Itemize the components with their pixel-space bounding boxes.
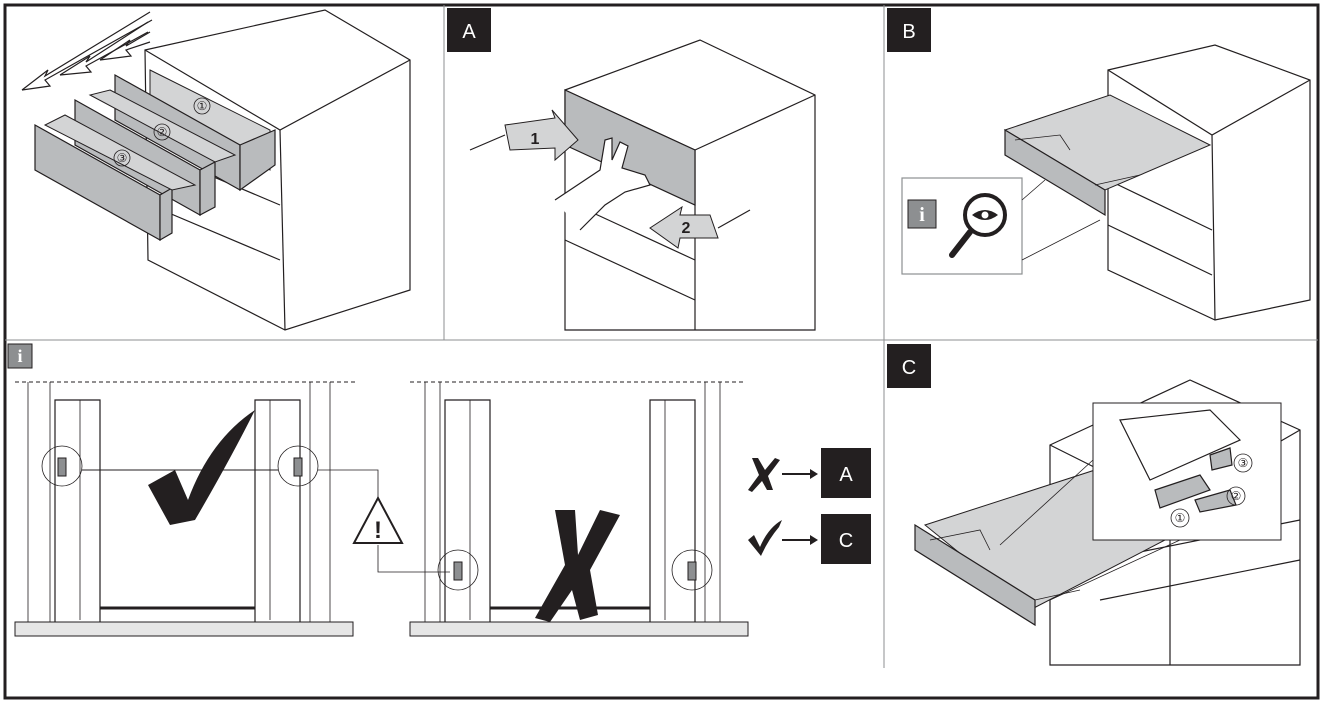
step-3-label: ③: [117, 151, 128, 165]
panel-i-alignment: i !: [7, 343, 871, 637]
cross-icon: [535, 510, 620, 622]
pull-arrow: 2: [649, 205, 751, 249]
panel-a-push-open: A 1 2: [447, 8, 816, 331]
outcome-correct: C: [748, 514, 871, 564]
panel-a-label: A: [462, 21, 476, 43]
magnifier-eye-icon: [949, 193, 1007, 258]
checkmark-icon: [148, 410, 255, 525]
step-1-label: ①: [197, 99, 208, 113]
tick-mark-icon: [748, 520, 782, 556]
panel-c-label: C: [902, 357, 916, 379]
incorrect-assembly: [409, 381, 749, 637]
hand-illustration: [554, 137, 651, 231]
adjust-step-3-label: ③: [1238, 456, 1249, 470]
sheet-border: [3, 3, 1320, 700]
pull-out-arrows: [21, 11, 153, 91]
x-mark-icon: [748, 458, 780, 492]
adjust-step-2-label: ②: [1231, 489, 1242, 503]
step-2-label: ②: [157, 125, 168, 139]
panel-b-inspect: B i: [887, 8, 1311, 321]
detail-inset: [1092, 402, 1282, 541]
outcome-c-label: C: [839, 530, 853, 552]
push-arrow-label: 1: [531, 131, 540, 148]
cabinet-body: [144, 9, 411, 331]
adjust-step-1-label: ①: [1175, 511, 1186, 525]
panel-drawer-removal: ① ② ③: [21, 9, 411, 331]
info-icon: i: [17, 346, 22, 366]
info-icon: i: [919, 204, 925, 226]
warning-triangle-icon: !: [352, 495, 404, 544]
correct-assembly: [14, 381, 355, 637]
outcome-a-label: A: [839, 464, 853, 486]
pull-arrow-label: 2: [682, 220, 691, 237]
svg-text:!: !: [374, 517, 382, 544]
outcome-incorrect: A: [748, 448, 871, 498]
cabinet-body: [1107, 44, 1311, 321]
panel-c-adjustment: C ③ ② ①: [887, 344, 1301, 666]
panel-b-label: B: [902, 21, 915, 43]
push-arrow: 1: [469, 109, 579, 162]
